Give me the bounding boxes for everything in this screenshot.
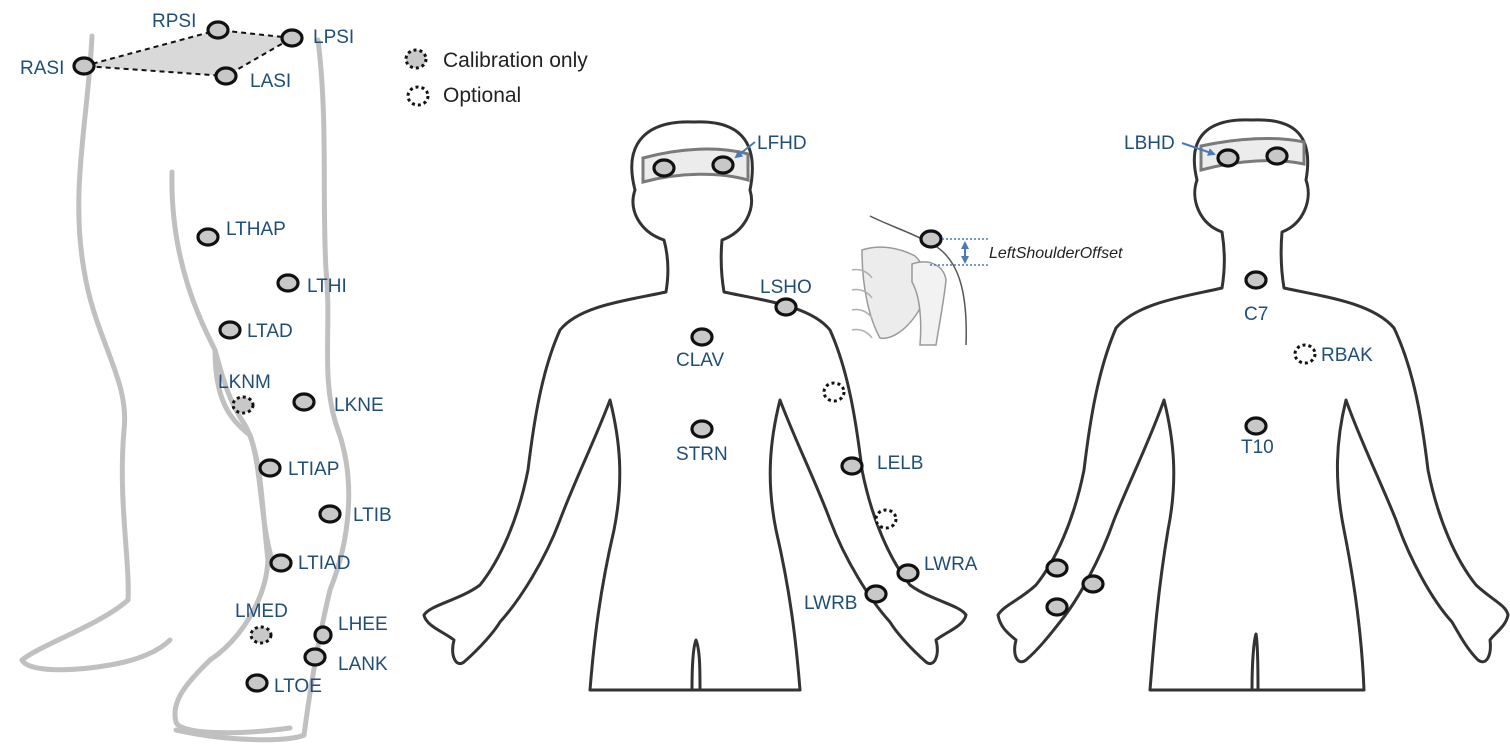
label-lasi: LASI xyxy=(250,71,291,92)
marker-t10 xyxy=(1244,416,1268,436)
marker-rasi xyxy=(72,56,96,76)
marker-ltoe xyxy=(245,673,269,693)
leg-outline-back xyxy=(19,33,131,663)
marker-lfhd-1 xyxy=(652,158,676,178)
lbhd-arrow xyxy=(1181,142,1216,156)
lfhd-arrow xyxy=(734,141,756,159)
marker-lfhd-2 xyxy=(711,155,735,175)
marker-lwra xyxy=(896,563,920,583)
label-lsho: LSHO xyxy=(760,277,812,298)
marker-forearm-optional xyxy=(874,508,898,530)
back-view: LBHD C7 RBAK T10 xyxy=(996,118,1510,692)
front-body-outline xyxy=(422,120,968,692)
front-view: LFHD LSHO CLAV STRN LELB LWRA LWRB xyxy=(422,120,978,692)
marker-ltad xyxy=(218,320,242,340)
marker-rbak xyxy=(1293,343,1317,365)
inset-ribs xyxy=(851,268,873,339)
marker-back-hand-2 xyxy=(1081,574,1105,594)
label-lthap: LTHAP xyxy=(226,219,286,240)
label-lthi: LTHI xyxy=(307,276,347,297)
leg-view: RPSI LPSI RASI LASI LTHAP LTHI LTAD LKNM… xyxy=(19,11,392,743)
marker-lhee xyxy=(313,625,333,645)
marker-lwrb xyxy=(864,584,888,604)
marker-clav xyxy=(690,327,714,347)
legend-optional-label: Optional xyxy=(443,84,521,107)
inset-scapula xyxy=(861,246,927,340)
marker-lbhd-1 xyxy=(1216,148,1240,168)
label-lfhd: LFHD xyxy=(757,133,807,154)
marker-c7 xyxy=(1244,270,1268,290)
marker-lknm xyxy=(231,395,255,415)
marker-strn xyxy=(690,419,714,439)
label-ltiap: LTIAP xyxy=(288,459,339,480)
inset-humerus xyxy=(911,261,947,346)
marker-back-hand-1 xyxy=(1045,558,1069,578)
marker-ltiap xyxy=(258,458,282,478)
label-rasi: RASI xyxy=(20,58,64,79)
marker-upper-arm-optional xyxy=(822,381,846,403)
label-ltib: LTIB xyxy=(353,505,392,526)
back-body-outline xyxy=(996,118,1510,692)
marker-lelb xyxy=(840,456,864,476)
marker-ltib xyxy=(318,504,342,524)
label-lkne: LKNE xyxy=(334,395,384,416)
marker-lank xyxy=(303,647,327,667)
marker-lkne xyxy=(292,392,316,412)
label-lknm: LKNM xyxy=(218,372,271,393)
marker-lthap xyxy=(196,227,220,247)
label-c7: C7 xyxy=(1244,304,1268,325)
label-lmed: LMED xyxy=(235,601,288,622)
label-lpsi: LPSI xyxy=(313,27,354,48)
marker-lsho xyxy=(774,297,798,317)
shoulder-inset: LeftShoulderOffset xyxy=(850,214,1123,346)
legend-calibration-marker xyxy=(404,48,428,70)
label-t10: T10 xyxy=(1241,437,1274,458)
marker-ltiad xyxy=(269,553,293,573)
marker-lasi xyxy=(214,66,238,86)
marker-lsho-inset xyxy=(919,229,943,249)
leg-outline-inner-shin xyxy=(212,347,275,563)
marker-back-hand-3 xyxy=(1045,597,1069,617)
label-lwra: LWRA xyxy=(924,554,978,575)
marker-rpsi xyxy=(206,20,230,40)
label-lelb: LELB xyxy=(877,453,923,474)
label-rpsi: RPSI xyxy=(152,11,196,32)
legend: Calibration only Optional xyxy=(404,48,588,107)
pelvis-dashed-outline xyxy=(83,28,296,78)
marker-lbhd-2 xyxy=(1265,146,1289,166)
label-rbak: RBAK xyxy=(1321,345,1373,366)
leg-outline-inner xyxy=(169,169,293,736)
label-lbhd: LBHD xyxy=(1124,133,1175,154)
legend-calibration-label: Calibration only xyxy=(443,49,588,72)
marker-lmed xyxy=(249,625,273,645)
pelvis-plane xyxy=(84,30,292,76)
left-shoulder-offset-label: LeftShoulderOffset xyxy=(989,245,1123,262)
back-leg-gap xyxy=(1250,632,1260,692)
label-lank: LANK xyxy=(338,654,388,675)
label-lwrb: LWRB xyxy=(804,593,857,614)
label-ltad: LTAD xyxy=(247,321,293,342)
marker-lthi xyxy=(276,273,300,293)
marker-lpsi xyxy=(280,28,304,48)
leg-outline-back-foot xyxy=(19,637,173,673)
label-ltiad: LTIAD xyxy=(298,553,350,574)
back-headband xyxy=(1199,137,1306,172)
label-clav: CLAV xyxy=(676,350,725,371)
label-strn: STRN xyxy=(676,444,728,465)
leg-outline-foot-sole xyxy=(173,727,307,743)
label-ltoe: LTOE xyxy=(274,676,322,697)
legend-optional-marker xyxy=(406,85,430,107)
label-lhee: LHEE xyxy=(338,614,388,635)
front-groin-line xyxy=(690,638,702,692)
